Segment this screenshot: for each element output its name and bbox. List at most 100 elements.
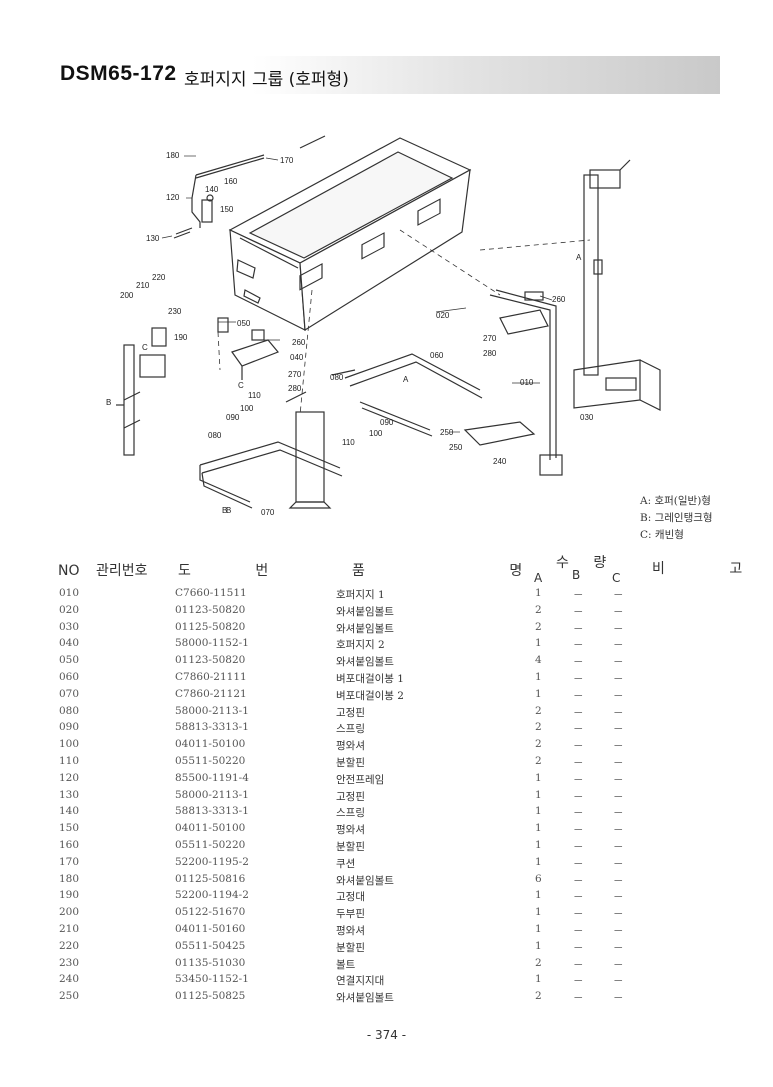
left-bracket [116,327,167,456]
part-name: 와셔붙임볼트 [336,622,394,635]
qty-b: － [573,673,584,685]
part-index: 200 [59,906,80,919]
part-name: 분할핀 [336,757,365,769]
callout: 250 [440,428,454,437]
qty-a: 2 [535,704,542,717]
part-name: 분할핀 [336,841,365,853]
part-index: 250 [59,990,80,1003]
header-part-name: 품 명 [352,563,593,579]
callout: 160 [224,177,238,186]
leader-lines [217,229,591,416]
callout: 030 [580,413,594,422]
part-name: 와셔붙임볼트 [336,605,394,618]
part-name: 쿠션 [336,857,356,870]
qty-c: － [613,925,624,937]
part-name: 두부핀 [336,908,365,921]
header-no: NO [58,563,80,579]
qty-c: － [613,975,624,988]
drawing-number: 01123-50820 [175,603,246,616]
qty-b: － [573,958,584,971]
frame-010 [463,289,563,476]
qty-a: 2 [535,738,542,751]
drawing-number: 53450-1152-1 [175,973,249,986]
drawing-number: 05511-50220 [175,755,246,767]
callout: A [403,375,409,384]
callout: C [142,343,148,352]
qty-a: 2 [535,620,542,633]
variant-legend: A: 호퍼(일반)형 B: 그레인탱크형 C: 캐빈형 [640,493,713,544]
callout: 170 [280,156,294,165]
header-remarks: 비 고 [652,561,773,577]
callout: 190 [174,333,188,342]
qty-b: － [573,589,584,601]
qty-c: － [613,639,624,652]
part-index: 090 [59,721,80,734]
qty-a: 1 [535,923,542,935]
part-index: 150 [59,822,80,835]
part-name: 호퍼지지 2 [336,639,385,652]
part-index: 210 [59,923,80,935]
callout: 280 [288,384,302,393]
qty-b: － [573,908,584,921]
header-mgmt-no: 관리번호 [96,563,148,579]
qty-c: － [613,706,624,719]
qty-b: － [573,975,584,988]
part-index: 110 [59,755,80,767]
legend-item: A: 호퍼(일반)형 [640,495,711,507]
callout: 010 [520,378,534,387]
part-index: 170 [59,855,80,868]
qty-b: － [573,941,584,954]
qty-b: － [573,656,584,669]
part-index: 010 [59,587,80,599]
callout: B [222,506,227,515]
callout: 120 [166,193,180,202]
drawing-number: 52200-1195-2 [175,855,249,868]
hopper-box [228,135,472,332]
part-name: 고정핀 [336,706,365,719]
part-name: 와셔붙임볼트 [336,992,394,1005]
part-name: 연결지지대 [336,975,385,988]
qty-a: 1 [535,973,542,986]
drawing-number: 01125-50825 [175,990,246,1003]
qty-a: 6 [535,872,542,885]
drawing-number: 58000-2113-1 [175,788,249,801]
callout-leaders [161,155,553,433]
callout: 130 [146,234,160,243]
drawing-number: 04011-50100 [175,738,246,751]
part-name: 고정핀 [336,790,365,803]
callout: 090 [380,418,394,427]
callout: 020 [436,311,450,320]
drawing-number: 04011-50160 [175,923,246,935]
drawing-number: 58813-3313-1 [175,805,249,818]
callout: 070 [261,508,275,517]
header-qty-a: A [534,571,543,585]
exploded-parts-diagram: 180 170 160 140 150 120 130 220 210 200 … [106,135,661,517]
qty-c: － [613,908,624,921]
part-index: 140 [59,805,80,818]
drawing-number: 52200-1194-2 [175,889,249,902]
qty-b: － [573,874,584,887]
callout: 180 [166,151,180,160]
callout: 200 [120,291,134,300]
callout: 270 [483,334,497,343]
qty-c: － [613,992,624,1005]
drawing-number: 58000-1152-1 [175,637,249,650]
qty-c: － [613,807,624,820]
legend-item: B: 그레인탱크형 [640,512,713,524]
qty-b: － [573,992,584,1005]
header-quantity: 수 량 [556,555,617,571]
part-name: 고정대 [336,891,365,904]
part-name: 스프링 [336,807,365,820]
callout-labels: 180 170 160 140 150 120 130 220 210 200 … [106,151,594,517]
qty-b: － [573,757,584,769]
